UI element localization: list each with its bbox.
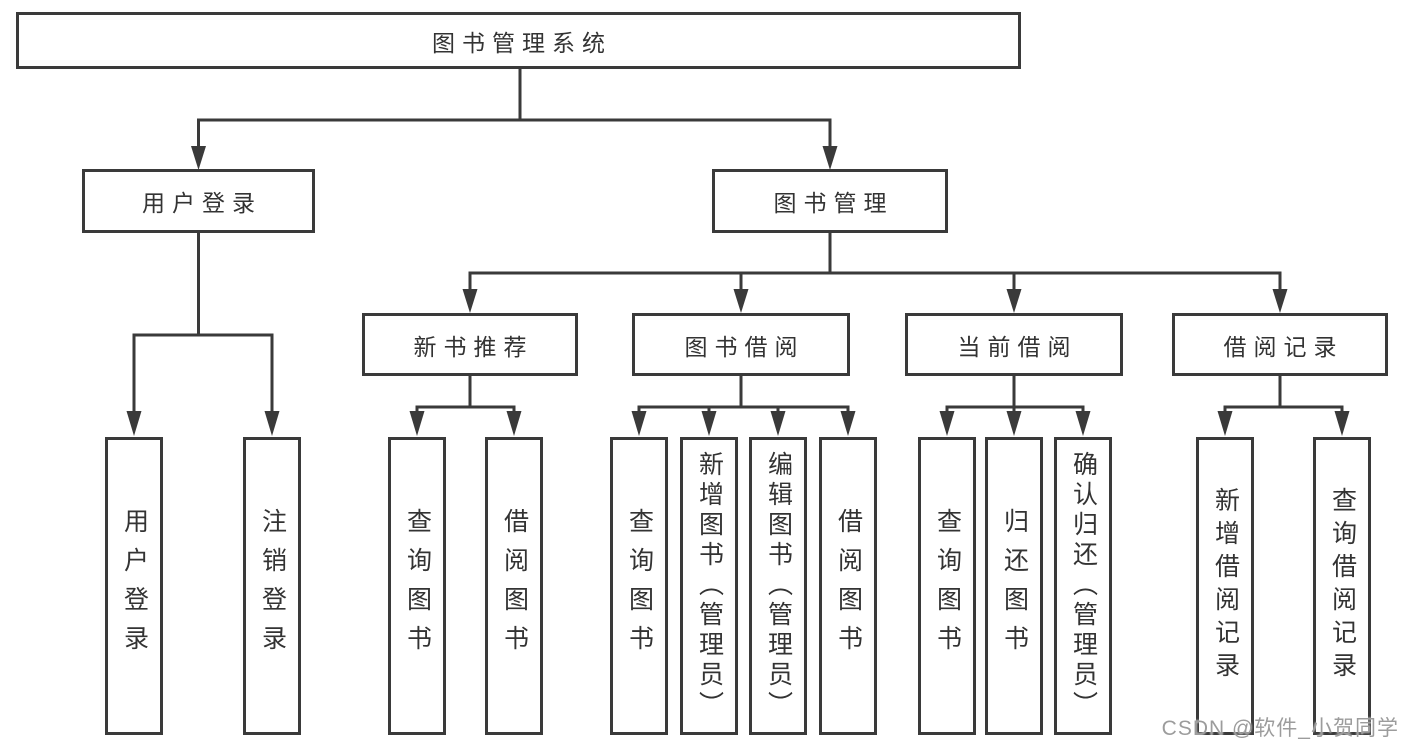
node-label: 查询图书 bbox=[933, 508, 962, 664]
arrowheads bbox=[126, 146, 1350, 436]
node-label: 借阅记录 bbox=[1223, 333, 1344, 360]
node-borrow-borrow-books: 借阅图书 bbox=[819, 437, 877, 735]
node-user-login-action: 用户登录 bbox=[105, 437, 163, 735]
node-label: 编辑图书（管理员） bbox=[764, 451, 793, 721]
node-current-borrowing: 当前借阅 bbox=[905, 313, 1123, 376]
node-user-login: 用户登录 bbox=[82, 169, 315, 233]
node-label: 查询借阅记录 bbox=[1328, 487, 1357, 685]
node-borrowing-records: 借阅记录 bbox=[1172, 313, 1388, 376]
arrowhead-icon bbox=[939, 411, 955, 436]
node-current-confirm-return-admin: 确认归还（管理员） bbox=[1054, 437, 1112, 735]
node-label: 查询图书 bbox=[625, 508, 654, 664]
arrowhead-icon bbox=[506, 411, 522, 436]
arrowhead-icon bbox=[1006, 411, 1022, 436]
arrowhead-icon bbox=[733, 289, 749, 313]
watermark: CSDN @软件_小贺同学 bbox=[1161, 717, 1399, 740]
node-library-management-system: 图书管理系统 bbox=[16, 12, 1021, 69]
node-label: 新书推荐 bbox=[413, 333, 534, 360]
node-current-query-books: 查询图书 bbox=[918, 437, 976, 735]
node-borrow-edit-books-admin: 编辑图书（管理员） bbox=[749, 437, 807, 735]
node-label: 用户登录 bbox=[142, 190, 262, 216]
node-borrow-add-books-admin: 新增图书（管理员） bbox=[680, 437, 738, 735]
arrowhead-icon bbox=[1272, 289, 1288, 313]
node-label: 图书管理 bbox=[773, 190, 894, 216]
node-logout-action: 注销登录 bbox=[243, 437, 301, 735]
node-label: 注销登录 bbox=[258, 508, 287, 664]
arrowhead-icon bbox=[191, 146, 206, 170]
node-newrec-borrow-books: 借阅图书 bbox=[485, 437, 543, 735]
node-label: 确认归还（管理员） bbox=[1069, 451, 1098, 721]
node-records-add-record: 新增借阅记录 bbox=[1196, 437, 1254, 735]
node-book-borrowing: 图书借阅 bbox=[632, 313, 850, 376]
arrowhead-icon bbox=[840, 411, 856, 436]
node-label: 查询图书 bbox=[403, 508, 432, 664]
node-label: 当前借阅 bbox=[957, 333, 1078, 360]
node-borrow-query-books: 查询图书 bbox=[610, 437, 668, 735]
arrowhead-icon bbox=[462, 289, 478, 313]
arrowhead-icon bbox=[822, 146, 838, 170]
node-label: 新增图书（管理员） bbox=[695, 451, 724, 721]
node-label: 用户登录 bbox=[120, 508, 149, 664]
arrowhead-icon bbox=[1217, 411, 1233, 436]
node-current-return-books: 归还图书 bbox=[985, 437, 1043, 735]
node-label: 图书借阅 bbox=[684, 333, 805, 360]
node-records-query-record: 查询借阅记录 bbox=[1313, 437, 1371, 735]
node-label: 新增借阅记录 bbox=[1211, 487, 1240, 685]
arrowhead-icon bbox=[126, 411, 142, 436]
node-new-book-recommendation: 新书推荐 bbox=[362, 313, 578, 376]
arrowhead-icon bbox=[701, 411, 717, 436]
node-newrec-query-books: 查询图书 bbox=[388, 437, 446, 735]
node-label: 借阅图书 bbox=[500, 508, 529, 664]
node-label: 归还图书 bbox=[1000, 508, 1029, 664]
node-book-management: 图书管理 bbox=[712, 169, 948, 233]
node-label: 图书管理系统 bbox=[432, 29, 612, 56]
arrowhead-icon bbox=[631, 411, 647, 436]
arrowhead-icon bbox=[1006, 289, 1022, 313]
node-label: 借阅图书 bbox=[834, 508, 863, 664]
arrowhead-icon bbox=[1075, 411, 1091, 436]
arrowhead-icon bbox=[1334, 411, 1350, 436]
arrowhead-icon bbox=[770, 411, 786, 436]
arrowhead-icon bbox=[264, 411, 280, 436]
arrowhead-icon bbox=[409, 411, 425, 436]
